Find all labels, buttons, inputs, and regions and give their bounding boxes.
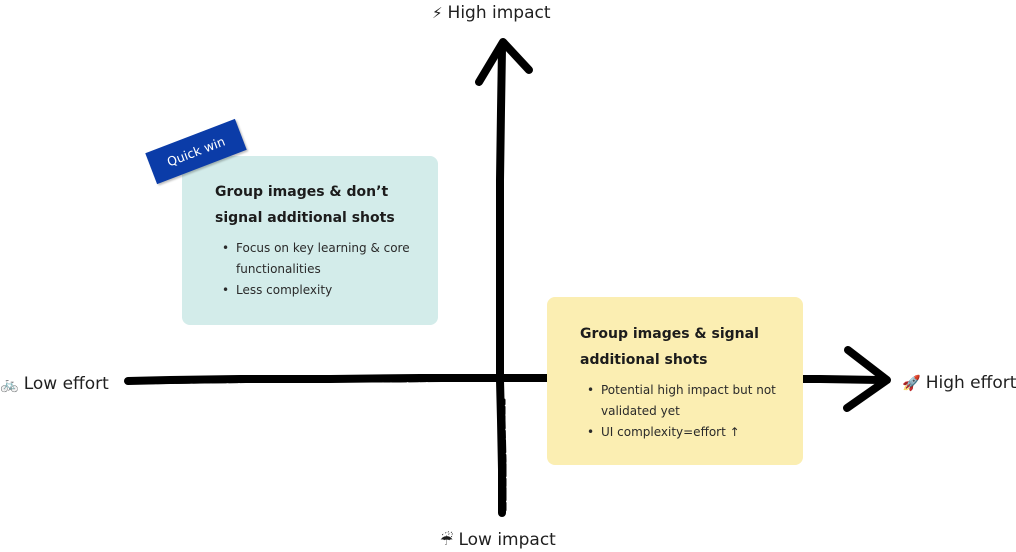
axis-label-text: High effort [925, 373, 1016, 393]
top-arrowhead [475, 38, 533, 86]
axis-label-high-effort: 🚀 High effort [902, 372, 1016, 394]
axis-label-text: Low impact [458, 530, 556, 550]
card-bullet-list: Focus on key learning & core functionali… [222, 238, 422, 301]
card-bullet: Less complexity [222, 280, 422, 301]
horizontal-axis-texture [130, 378, 482, 385]
card-bullet: Potential high impact but not validated … [587, 380, 787, 422]
axis-label-text: Low effort [23, 374, 109, 394]
vertical-axis [496, 44, 506, 517]
rocket-icon: 🚀 [902, 374, 921, 392]
card-bullet: Focus on key learning & core functionali… [222, 238, 422, 280]
lightning-icon: ⚡ [432, 4, 443, 22]
bicycle-icon: 🚲 [0, 375, 19, 393]
card-bullet: UI complexity=effort ↑ [587, 422, 787, 443]
card-title: Group images & signal additional shots [580, 326, 759, 368]
axis-label-text: High impact [447, 3, 551, 23]
right-arrowhead [843, 346, 891, 412]
axis-label-low-effort: 🚲 Low effort [0, 373, 109, 395]
card-title: Group images & don’t signal additional s… [215, 184, 395, 226]
vertical-axis-texture [502, 398, 507, 512]
umbrella-icon: ☔ [440, 531, 454, 549]
quick-win-card: Group images & don’t signal additional s… [182, 156, 438, 325]
axis-label-low-impact: ☔ Low impact [440, 529, 556, 551]
card-bullet-list: Potential high impact but not validated … [587, 380, 787, 443]
axis-label-high-impact: ⚡ High impact [432, 2, 551, 24]
high-effort-card: Group images & signal additional shots P… [547, 297, 803, 465]
